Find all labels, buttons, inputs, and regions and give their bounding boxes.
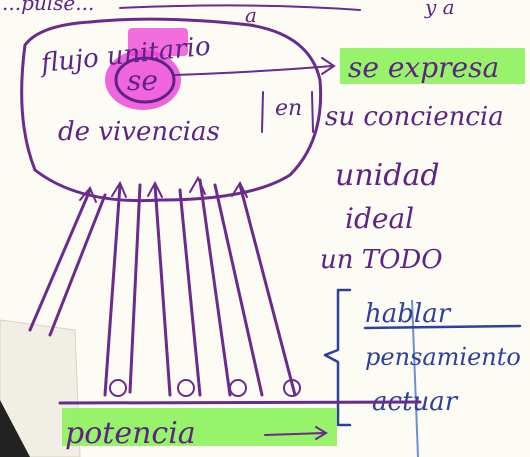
- bottom-word: potencia: [65, 416, 196, 451]
- circle-line2: de vivencias: [58, 117, 220, 147]
- en-divider-right: [312, 92, 313, 132]
- en-divider-left: [262, 92, 263, 132]
- top-fragment-right: y a: [424, 0, 455, 19]
- ideal-word: ideal: [345, 202, 414, 235]
- ground-line: [60, 402, 420, 403]
- right-highlight: se expresa: [348, 51, 499, 84]
- top-fragment-left: ...pulse...: [2, 0, 94, 15]
- en-label: en: [275, 96, 302, 121]
- blue-item1: hablar: [365, 299, 452, 329]
- blue-item2: pensamiento: [365, 343, 521, 371]
- right-line2: su conciencia: [325, 102, 504, 132]
- un-todo-word: un TODO: [320, 245, 443, 275]
- circle-center-word: se: [127, 64, 158, 97]
- unidad-word: unidad: [335, 158, 440, 193]
